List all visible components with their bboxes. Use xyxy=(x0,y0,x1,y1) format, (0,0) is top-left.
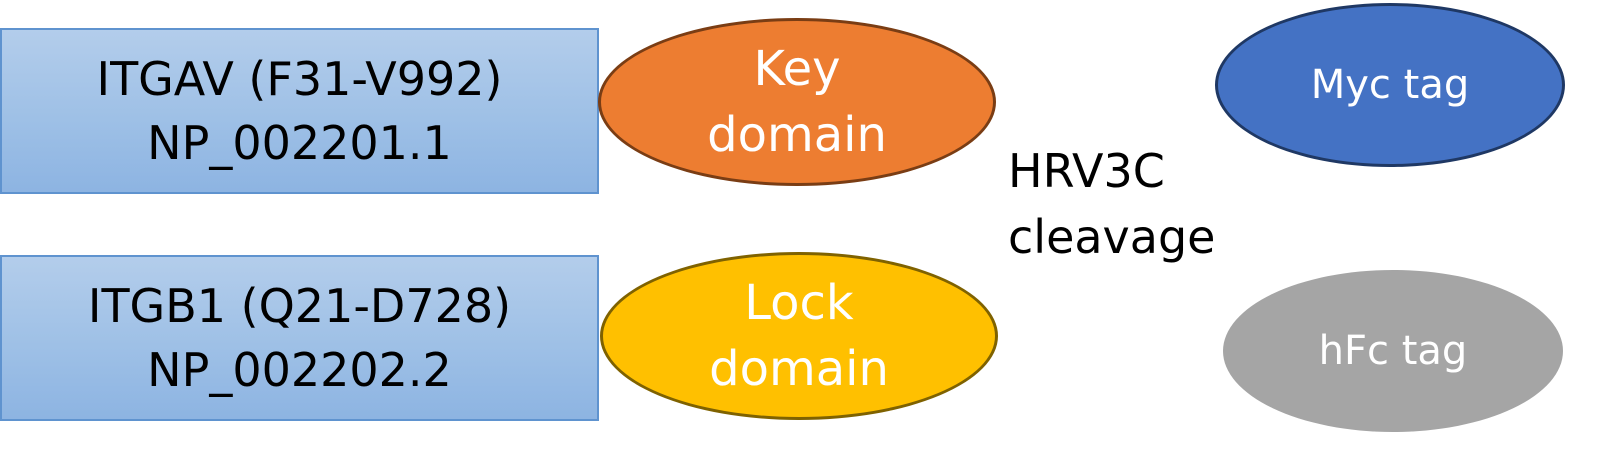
lock-domain-label-line2: domain xyxy=(709,341,889,397)
myc-tag-label: Myc tag xyxy=(1310,62,1470,108)
lock-domain-ellipse: Lock domain xyxy=(600,252,998,420)
itgav-protein-box: ITGAV (F31-V992) NP_002201.1 xyxy=(0,28,599,194)
lock-domain-label-line1: Lock xyxy=(744,275,854,331)
myc-tag-ellipse: Myc tag xyxy=(1215,3,1565,167)
key-domain-label-line2: domain xyxy=(707,107,887,163)
key-domain-ellipse: Key domain xyxy=(598,18,996,186)
itgb1-accession-label: NP_002202.2 xyxy=(147,343,452,397)
itgav-name-label: ITGAV (F31-V992) xyxy=(96,52,503,106)
hfc-tag-label: hFc tag xyxy=(1318,328,1468,374)
cleavage-label-line1: HRV3C xyxy=(1008,144,1165,198)
itgav-accession-label: NP_002201.1 xyxy=(147,116,452,170)
cleavage-label-line2: cleavage xyxy=(1008,210,1216,264)
key-domain-label-line1: Key xyxy=(753,41,841,97)
hfc-tag-ellipse: hFc tag xyxy=(1223,270,1563,432)
itgb1-protein-box: ITGB1 (Q21-D728) NP_002202.2 xyxy=(0,255,599,421)
hrv3c-cleavage-label: HRV3C cleavage xyxy=(1008,138,1238,270)
itgb1-name-label: ITGB1 (Q21-D728) xyxy=(87,279,512,333)
